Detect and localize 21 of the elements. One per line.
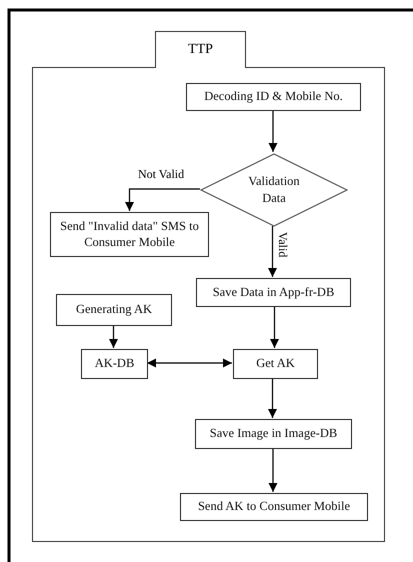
process-box: Save Image in Image-DB [195,419,352,449]
arrow [125,188,200,211]
process-box: AK-DB [81,349,148,379]
process-box: Decoding ID & Mobile No. [186,83,361,111]
edge-label: Not Valid [138,168,184,182]
arrow [109,325,118,348]
decision-diamond: Validation Data [200,153,348,227]
container-box [32,67,385,542]
process-box: Save Data in App-fr-DB [196,278,351,307]
process-box: Get AK [233,349,318,379]
arrow [268,226,277,277]
container-title: TTP [155,31,246,68]
process-box: Send AK to Consumer Mobile [180,493,368,521]
arrow [268,110,278,152]
arrow [268,448,278,492]
arrow [268,378,277,418]
process-box: Send "Invalid data" SMS to Consumer Mobile [50,212,209,257]
arrow [147,358,232,368]
process-box: Generating AK [56,294,172,326]
edge-label: Valid [276,232,290,258]
arrow [270,306,279,348]
